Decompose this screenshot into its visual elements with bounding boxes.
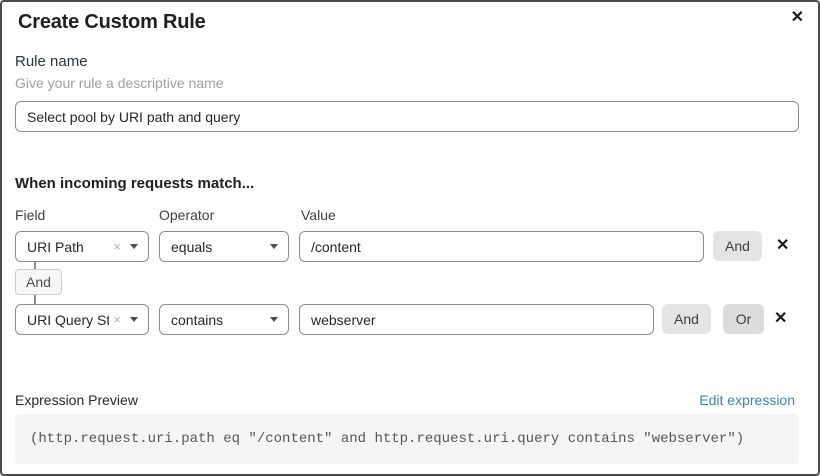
value-input-row1[interactable] bbox=[299, 231, 704, 262]
remove-row2-icon[interactable]: ✕ bbox=[774, 310, 788, 327]
or-button-row2[interactable]: Or bbox=[723, 304, 764, 334]
rule-name-input[interactable] bbox=[15, 101, 799, 132]
dialog-title: Create Custom Rule bbox=[18, 11, 206, 33]
connector-line-top bbox=[34, 262, 36, 269]
field-select-row1-value: URI Path bbox=[27, 238, 84, 255]
field-select-row1[interactable]: URI Path × bbox=[15, 231, 149, 262]
and-button-row2[interactable]: And bbox=[662, 304, 711, 334]
and-button-row1[interactable]: And bbox=[713, 231, 762, 261]
column-label-value: Value bbox=[301, 207, 336, 223]
connector-and-chip: And bbox=[15, 269, 62, 295]
field-select-row2[interactable]: URI Query St... × bbox=[15, 304, 149, 335]
match-heading: When incoming requests match... bbox=[15, 175, 255, 192]
chevron-down-icon bbox=[130, 317, 138, 322]
operator-select-row2-value: contains bbox=[171, 311, 224, 328]
chevron-down-icon bbox=[270, 244, 278, 249]
clear-selection-icon[interactable]: × bbox=[113, 239, 121, 254]
column-label-operator: Operator bbox=[159, 207, 215, 223]
operator-select-row1-value: equals bbox=[171, 238, 213, 255]
operator-select-row2[interactable]: contains bbox=[159, 304, 289, 335]
operator-select-row1[interactable]: equals bbox=[159, 231, 289, 262]
expression-code: (http.request.uri.path eq "/content" and… bbox=[30, 431, 745, 447]
value-input-row2[interactable] bbox=[299, 304, 654, 335]
clear-selection-icon[interactable]: × bbox=[113, 312, 121, 327]
remove-row1-icon[interactable]: ✕ bbox=[776, 237, 790, 254]
chevron-down-icon bbox=[130, 244, 138, 249]
rule-name-label: Rule name bbox=[15, 53, 88, 70]
field-select-row2-value: URI Query St... bbox=[27, 311, 110, 328]
column-label-field: Field bbox=[15, 207, 46, 223]
edit-expression-link[interactable]: Edit expression bbox=[699, 392, 795, 408]
expression-code-block: (http.request.uri.path eq "/content" and… bbox=[15, 414, 799, 464]
expression-preview-label: Expression Preview bbox=[15, 392, 138, 408]
close-icon[interactable]: ✕ bbox=[790, 9, 804, 26]
rule-name-helper: Give your rule a descriptive name bbox=[15, 75, 224, 91]
connector-line-bottom bbox=[34, 295, 36, 304]
chevron-down-icon bbox=[270, 317, 278, 322]
